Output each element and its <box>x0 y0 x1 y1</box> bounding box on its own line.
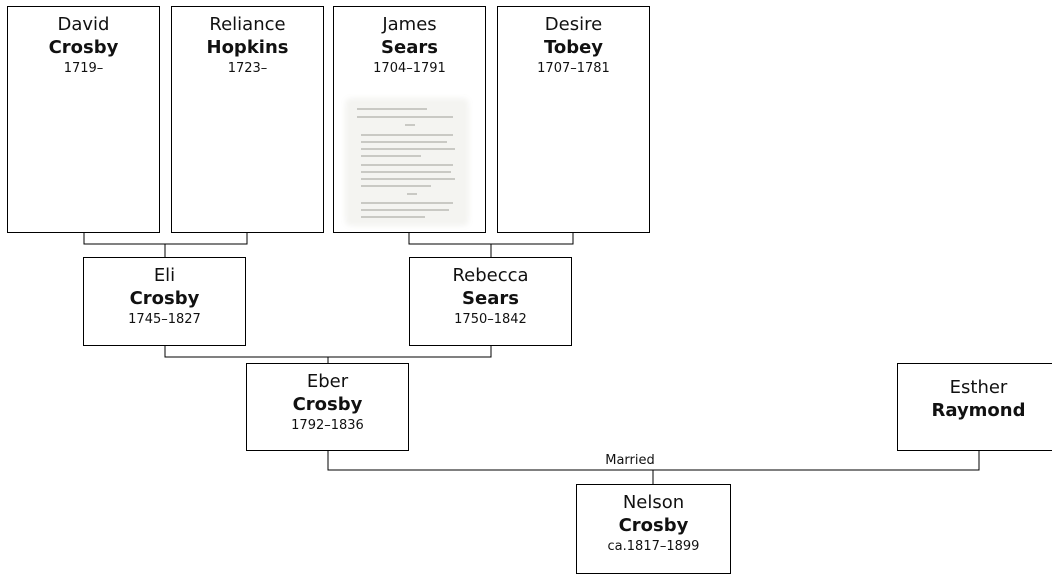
life-years: 1707–1781 <box>537 61 610 76</box>
given-name: Desire <box>544 14 603 35</box>
person-card-eli-crosby[interactable]: Eli Crosby 1745–1827 <box>83 257 246 346</box>
life-years: ca.1817–1899 <box>607 539 700 554</box>
given-name: David <box>57 14 110 35</box>
surname: Crosby <box>129 288 200 309</box>
person-card-james-sears[interactable]: James Sears 1704–1791 <box>333 6 486 233</box>
given-name: Nelson <box>622 492 685 513</box>
given-name: Rebecca <box>452 265 529 286</box>
surname: Raymond <box>931 400 1026 421</box>
surname: Crosby <box>618 515 689 536</box>
connector-crosby-hopkins <box>83 232 248 245</box>
person-card-david-crosby[interactable]: David Crosby 1719– <box>7 6 160 233</box>
life-years: 1750–1842 <box>454 312 527 327</box>
surname: Sears <box>462 288 519 309</box>
person-card-eber-crosby[interactable]: Eber Crosby 1792–1836 <box>246 363 409 451</box>
surname: Hopkins <box>206 37 289 58</box>
person-card-nelson-crosby[interactable]: Nelson Crosby ca.1817–1899 <box>576 484 731 574</box>
person-card-desire-tobey[interactable]: Desire Tobey 1707–1781 <box>497 6 650 233</box>
person-card-rebecca-sears[interactable]: Rebecca Sears 1750–1842 <box>409 257 572 346</box>
person-card-reliance-hopkins[interactable]: Reliance Hopkins 1723– <box>171 6 324 233</box>
person-card-esther-raymond[interactable]: Esther Raymond <box>897 363 1052 451</box>
connector-eli-rebecca <box>164 345 492 358</box>
given-name: Eli <box>153 265 176 286</box>
surname: Crosby <box>292 394 363 415</box>
surname: Tobey <box>543 37 604 58</box>
life-years: 1723– <box>227 61 268 76</box>
surname: Sears <box>381 37 438 58</box>
married-label: Married <box>605 453 655 468</box>
life-years: 1719– <box>63 61 104 76</box>
given-name: Reliance <box>209 14 286 35</box>
life-years: 1745–1827 <box>128 312 201 327</box>
document-thumbnail-icon[interactable] <box>341 94 473 230</box>
given-name: Esther <box>949 377 1008 398</box>
given-name: James <box>382 14 437 35</box>
life-years: 1792–1836 <box>291 418 364 433</box>
surname: Crosby <box>48 37 119 58</box>
life-years: 1704–1791 <box>373 61 446 76</box>
given-name: Eber <box>306 371 349 392</box>
connector-sears-tobey <box>408 232 574 245</box>
